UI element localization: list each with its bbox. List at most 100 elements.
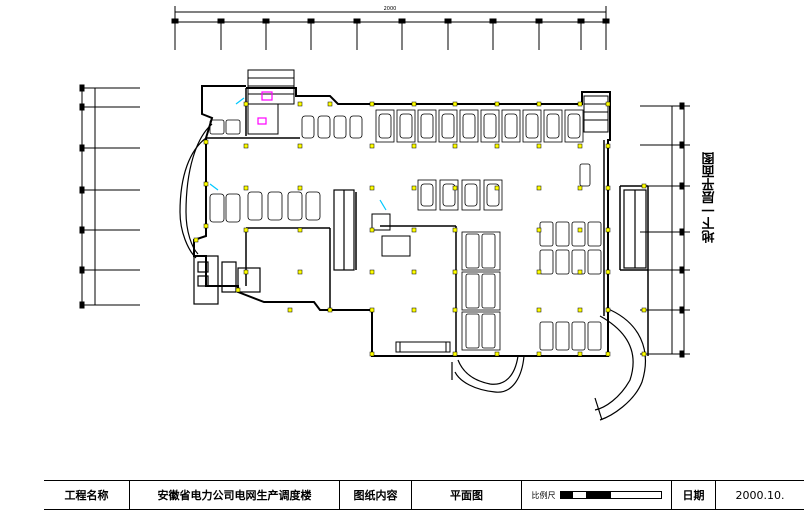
column	[369, 227, 375, 233]
parked-car	[247, 191, 263, 221]
title-block: 工程名称 安徽省电力公司电网生产调度楼 图纸内容 平面图 比例尺 日期 2000…	[44, 480, 804, 510]
dimension-tick-mark	[171, 18, 179, 24]
column	[369, 185, 375, 191]
column	[577, 185, 583, 191]
column	[605, 227, 611, 233]
column	[235, 287, 241, 293]
parked-car	[539, 221, 554, 247]
column	[243, 143, 249, 149]
column	[297, 101, 303, 107]
dimension-tick-mark	[679, 102, 685, 110]
column	[203, 181, 209, 187]
dimension-tick-mark	[217, 18, 225, 24]
column	[243, 101, 249, 107]
dimension-tick-mark	[398, 18, 406, 24]
dimension-tick-mark	[262, 18, 270, 24]
parked-car	[555, 249, 570, 275]
column	[243, 269, 249, 275]
project-name-value: 安徽省电力公司电网生产调度楼	[130, 481, 340, 509]
parking-stall	[417, 179, 437, 211]
building-outline	[193, 85, 611, 357]
column	[297, 143, 303, 149]
dimension-tick-mark	[79, 266, 85, 274]
column	[494, 101, 500, 107]
column	[452, 185, 458, 191]
parked-car	[420, 183, 434, 207]
south-entrance	[395, 341, 451, 353]
column	[452, 227, 458, 233]
parked-car	[539, 249, 554, 275]
column	[536, 269, 542, 275]
dimension-tick-mark	[602, 18, 610, 24]
parked-car	[525, 113, 539, 139]
parked-car	[464, 183, 478, 207]
column	[494, 143, 500, 149]
parked-car	[441, 113, 455, 139]
parked-car	[579, 163, 591, 187]
column	[369, 269, 375, 275]
column	[452, 269, 458, 275]
dimension-tick-mark	[79, 103, 85, 111]
column	[494, 185, 500, 191]
parked-car	[333, 115, 347, 139]
column	[243, 227, 249, 233]
dimension-tick-mark	[79, 186, 85, 194]
parking-stall	[459, 109, 479, 143]
parked-car	[567, 113, 581, 139]
curved-ramp-southeast-exit	[594, 307, 646, 421]
project-name-label: 工程名称	[44, 481, 130, 509]
dimension-tick-mark	[489, 18, 497, 24]
column	[411, 101, 417, 107]
parked-car	[267, 191, 283, 221]
dimension-tick-mark	[79, 144, 85, 152]
dimension-tick-mark	[577, 18, 585, 24]
column	[243, 185, 249, 191]
parked-car	[546, 113, 560, 139]
column	[536, 143, 542, 149]
column	[452, 307, 458, 313]
parked-car	[481, 313, 496, 349]
column	[605, 351, 611, 357]
parked-car	[462, 113, 476, 139]
scale-bar	[559, 491, 662, 499]
column	[369, 307, 375, 313]
parked-car	[571, 221, 586, 247]
date-value: 2000.10.	[735, 488, 785, 502]
column	[577, 227, 583, 233]
parked-car	[399, 113, 413, 139]
parking-stall	[375, 109, 395, 143]
parking-stall	[501, 109, 521, 143]
dimension-tick-mark	[535, 18, 543, 24]
scale-label: 比例尺	[531, 490, 556, 500]
dimension-tick-mark	[79, 301, 85, 309]
column	[287, 307, 293, 313]
parked-car	[465, 313, 480, 349]
column	[369, 351, 375, 357]
parked-car	[305, 191, 321, 221]
column	[411, 227, 417, 233]
parked-car	[481, 233, 496, 269]
column	[203, 223, 209, 229]
column	[577, 101, 583, 107]
parked-car	[442, 183, 456, 207]
column	[536, 351, 542, 357]
column	[605, 143, 611, 149]
column	[577, 351, 583, 357]
column	[452, 101, 458, 107]
curved-ramp-west	[179, 123, 213, 259]
parked-car	[209, 119, 225, 135]
column	[641, 183, 647, 189]
dimension-tick-mark	[79, 226, 85, 234]
parked-car	[481, 273, 496, 309]
dimension-tick-mark	[353, 18, 361, 24]
dimension-tick-mark	[679, 141, 685, 149]
column	[297, 269, 303, 275]
core-north	[247, 69, 609, 257]
column	[297, 227, 303, 233]
column	[327, 307, 333, 313]
parked-car	[287, 191, 303, 221]
core-southwest	[193, 255, 261, 305]
parked-car	[587, 249, 602, 275]
parked-car	[317, 115, 331, 139]
parking-stall	[461, 179, 481, 211]
